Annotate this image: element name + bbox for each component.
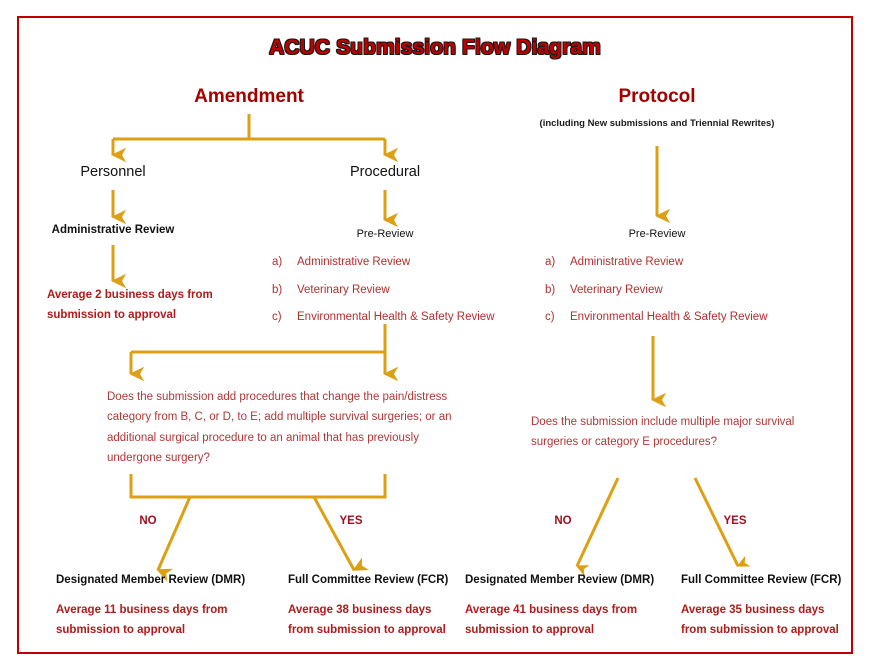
- arrow-amendment-yes: [312, 496, 370, 571]
- amendment-outcome-no-metric: Average 11 business days from submission…: [56, 604, 228, 637]
- amendment-personnel-label: Personnel: [80, 164, 146, 180]
- amendment-personnel-metric: Average 2 business days from submission …: [47, 289, 213, 322]
- list-item-marker: b): [272, 283, 283, 296]
- list-item-label: Veterinary Review: [297, 283, 390, 296]
- protocol-subnote: (including New submissions and Triennial…: [539, 118, 775, 129]
- list-item-label: Environmental Health & Safety Review: [297, 311, 495, 324]
- protocol-branch-yes-label: YES: [723, 515, 747, 527]
- amendment-procedural-stage: Pre-Review: [356, 228, 414, 240]
- list-item-marker: c): [545, 311, 555, 324]
- list-item-marker: a): [272, 256, 283, 268]
- protocol-outcome-yes-title: Full Committee Review (FCR): [681, 574, 842, 586]
- list-item-label: Veterinary Review: [570, 283, 663, 296]
- list-item: b) Veterinary Review: [545, 277, 815, 305]
- amendment-heading: Amendment: [194, 86, 304, 107]
- arrow-amendment-no: [156, 496, 192, 582]
- arrow-protocol-yes: [693, 477, 751, 567]
- amendment-question-bracket: [129, 474, 387, 499]
- list-item-label: Administrative Review: [570, 256, 684, 268]
- amendment-branch-yes-label: YES: [339, 515, 363, 527]
- protocol-outcome-no-title: Designated Member Review (DMR): [465, 574, 655, 586]
- amendment-procedural-label: Procedural: [349, 164, 421, 180]
- protocol-decision-question: Does the submission include multiple maj…: [531, 416, 795, 449]
- protocol-heading: Protocol: [618, 86, 696, 107]
- protocol-branch-no-label: NO: [554, 515, 572, 527]
- arrow-protocol-no: [575, 477, 620, 577]
- list-item-label: Environmental Health & Safety Review: [570, 311, 768, 324]
- list-item-marker: c): [272, 311, 282, 324]
- amendment-outcome-yes-metric: Average 38 business days from submission…: [288, 604, 446, 637]
- amendment-outcome-yes-title: Full Committee Review (FCR): [288, 574, 449, 586]
- amendment-decision-question: Does the submission add procedures that …: [107, 391, 452, 465]
- protocol-prereview-list: a) Administrative Review b) Veterinary R…: [545, 249, 815, 332]
- list-item: c) Environmental Health & Safety Review: [272, 304, 532, 332]
- list-item: a) Administrative Review: [545, 249, 815, 277]
- list-item-marker: a): [545, 256, 556, 268]
- amendment-branch-no-label: NO: [139, 515, 157, 527]
- list-item-marker: b): [545, 283, 556, 296]
- list-item: c) Environmental Health & Safety Review: [545, 304, 815, 332]
- protocol-outcome-no-metric: Average 41 business days from submission…: [465, 604, 638, 637]
- protocol-stage: Pre-Review: [628, 228, 686, 240]
- protocol-outcome-yes-metric: Average 35 business days from submission…: [681, 604, 839, 637]
- list-item: b) Veterinary Review: [272, 277, 532, 305]
- page-title: ACUC Submission Flow Diagram: [269, 36, 601, 59]
- list-item: a) Administrative Review: [272, 249, 532, 277]
- amendment-personnel-stage: Administrative Review: [51, 224, 175, 236]
- list-item-label: Administrative Review: [297, 256, 411, 268]
- amendment-prereview-list: a) Administrative Review b) Veterinary R…: [272, 249, 532, 332]
- amendment-outcome-no-title: Designated Member Review (DMR): [56, 574, 246, 586]
